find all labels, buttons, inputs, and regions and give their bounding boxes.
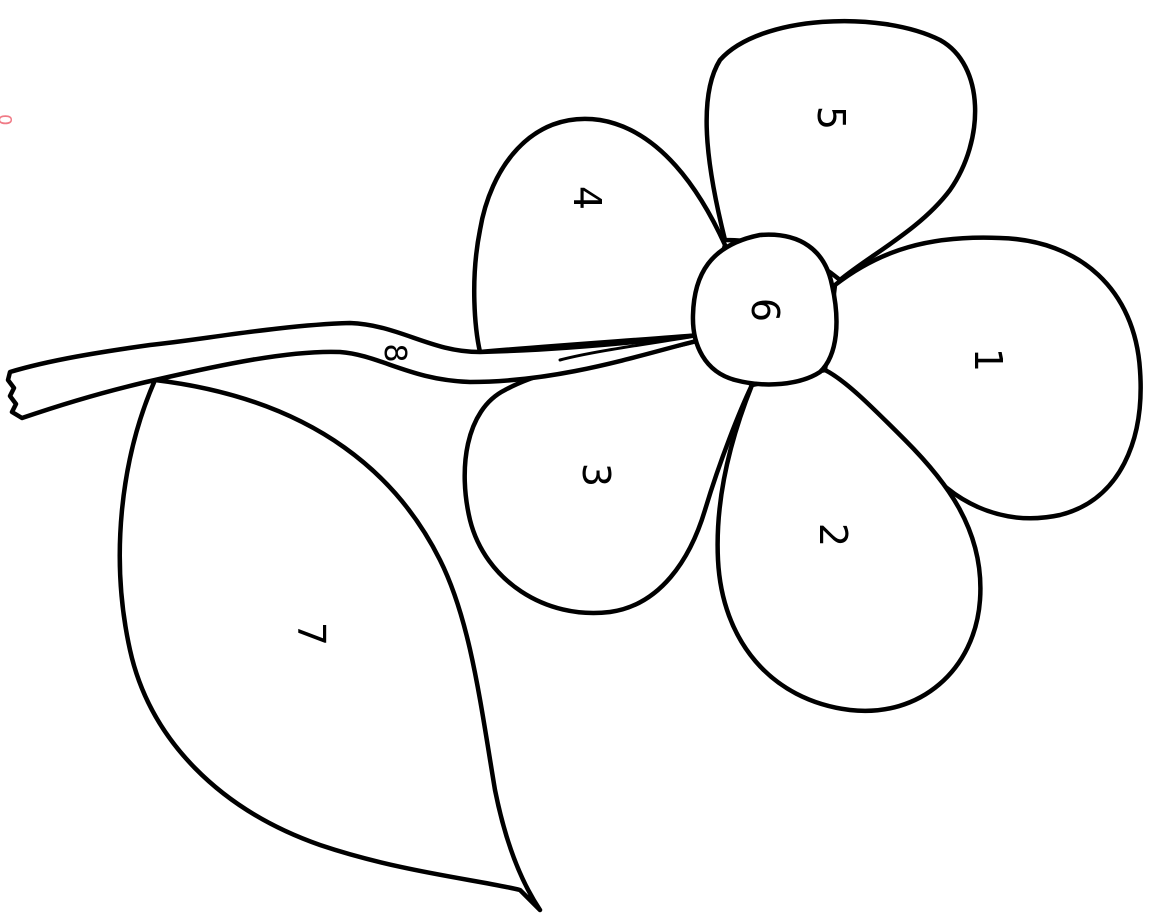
- region-label-1: 1: [966, 348, 1010, 372]
- region-label-3: 3: [574, 463, 618, 487]
- region-label-8: 8: [377, 343, 412, 362]
- petal-4-outline: [474, 119, 725, 352]
- region-label-6: 6: [743, 298, 787, 322]
- region-label-4: 4: [565, 186, 609, 210]
- petal-4-region: 4: [474, 119, 725, 352]
- region-label-7: 7: [289, 622, 333, 646]
- region-label-2: 2: [811, 523, 855, 547]
- region-label-5: 5: [809, 106, 853, 130]
- corner-mark: 0: [0, 114, 15, 125]
- center-region: 6: [693, 235, 837, 385]
